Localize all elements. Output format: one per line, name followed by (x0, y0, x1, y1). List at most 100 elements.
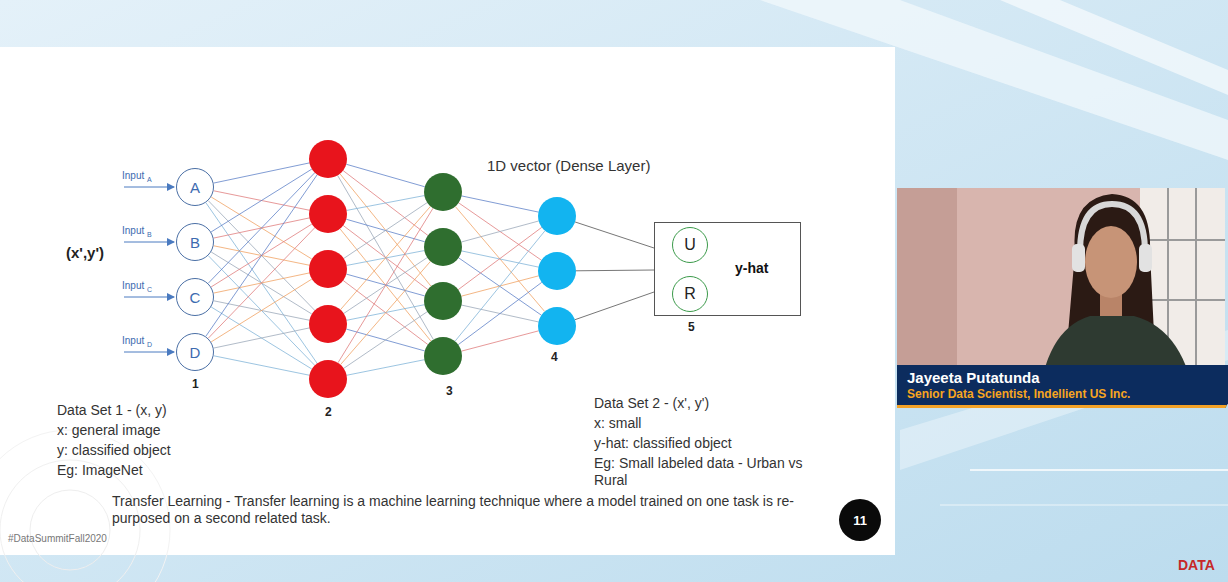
input-neuron: B (176, 223, 214, 261)
dataset-note: y: classified object (57, 442, 171, 458)
input-neuron: D (176, 333, 214, 371)
input-subscript: D (147, 341, 152, 348)
dataset-note: y-hat: classified object (594, 435, 732, 451)
weight-line (208, 173, 315, 284)
input-label: Input (122, 280, 144, 291)
deco-line (970, 469, 1228, 471)
weight-line (340, 174, 431, 286)
neuron (538, 197, 576, 235)
weight-line (211, 279, 312, 342)
headphone-cup (1072, 244, 1085, 272)
callout-number: 2 (325, 405, 332, 419)
headphone-band (1080, 204, 1145, 252)
definition-note: Transfer Learning - Transfer learning is… (112, 493, 817, 527)
node-text: D (190, 344, 201, 361)
slide-number: 11 (839, 499, 881, 541)
weight-line (340, 206, 430, 309)
class-circle: U (672, 227, 708, 263)
window-bar (1195, 188, 1197, 368)
input-arrow (124, 187, 174, 188)
node-text: Jayeeta Putatunda (907, 369, 1228, 387)
weight-line (208, 256, 315, 366)
tuple-label: (x',y') (66, 244, 104, 261)
speaker-banner: Jayeeta PutatundaSenior Data Scientist, … (897, 365, 1228, 408)
weight-line (458, 227, 542, 289)
node-text: B (190, 234, 200, 251)
neuron (424, 173, 462, 211)
neuron (538, 252, 576, 290)
input-arrow (124, 352, 174, 353)
node-text: C (190, 289, 201, 306)
input-subscript: C (147, 286, 152, 293)
weight-line (347, 196, 425, 211)
dataset-note: Eg: Small labeled data - Urban vs Rural (594, 455, 834, 489)
node-text: R (684, 285, 696, 303)
weight-line (214, 328, 310, 348)
person-hair (1068, 194, 1154, 334)
input-label: Input (122, 335, 144, 346)
weight-line (344, 312, 428, 369)
input-neuron: C (176, 278, 214, 316)
window-bar (1140, 239, 1225, 241)
weight-line (455, 231, 545, 342)
logo-text: DATA (1178, 557, 1215, 573)
weight-line (459, 203, 542, 260)
weight-line (338, 175, 434, 339)
hashtag: #DataSummitFall2020 (8, 533, 107, 544)
input-label: Input (122, 225, 144, 236)
window-bar (1140, 299, 1225, 301)
neuron (309, 360, 347, 398)
neuron (424, 228, 462, 266)
class-circle: R (672, 276, 708, 312)
weight-line (206, 203, 317, 364)
weight-line (214, 356, 310, 375)
weight-line (347, 360, 425, 376)
weight-line (211, 169, 312, 232)
weight-line (461, 331, 538, 351)
dataset-note: x: small (594, 415, 641, 431)
weight-line (340, 261, 430, 364)
node-text: A (190, 179, 200, 196)
node-text: U (684, 236, 696, 254)
neuron (424, 337, 462, 375)
input-subscript: A (147, 176, 152, 183)
callout-number: 1 (192, 377, 199, 391)
weight-line (208, 228, 315, 339)
slide-panel (0, 47, 895, 555)
input-neuron: A (176, 168, 214, 206)
neuron (309, 195, 347, 233)
node-text: 11 (853, 513, 867, 528)
output-line (576, 270, 654, 272)
weight-line (211, 307, 312, 369)
callout-number: 4 (551, 350, 558, 364)
person-face (1085, 226, 1137, 298)
dataset-note: Data Set 2 - (x', y') (594, 395, 709, 411)
neuron (424, 282, 462, 320)
light-streak (1000, 0, 1228, 95)
weight-line (343, 171, 428, 236)
weight-line (455, 206, 544, 311)
output-line (575, 292, 654, 320)
input-label: Input (122, 170, 144, 181)
node-text: Senior Data Scientist, Indellient US Inc… (907, 387, 1228, 402)
dataset-note: Eg: ImageNet (57, 462, 143, 478)
callout-number: 3 (446, 384, 453, 398)
weight-line (462, 196, 539, 212)
neuron (309, 250, 347, 288)
input-subscript: B (147, 231, 152, 238)
output-line (575, 222, 654, 248)
headphone-cup (1139, 244, 1152, 272)
weight-line (346, 164, 424, 187)
deco-ring (30, 490, 110, 570)
weight-line (458, 282, 542, 344)
deco-line (940, 505, 1228, 506)
neuron (538, 307, 576, 345)
dataset-note: x: general image (57, 422, 161, 438)
weight-line (344, 203, 427, 259)
neuron (309, 140, 347, 178)
input-arrow (124, 297, 174, 298)
weight-line (206, 175, 317, 337)
layer-caption: 1D vector (Dense Layer) (487, 157, 650, 174)
